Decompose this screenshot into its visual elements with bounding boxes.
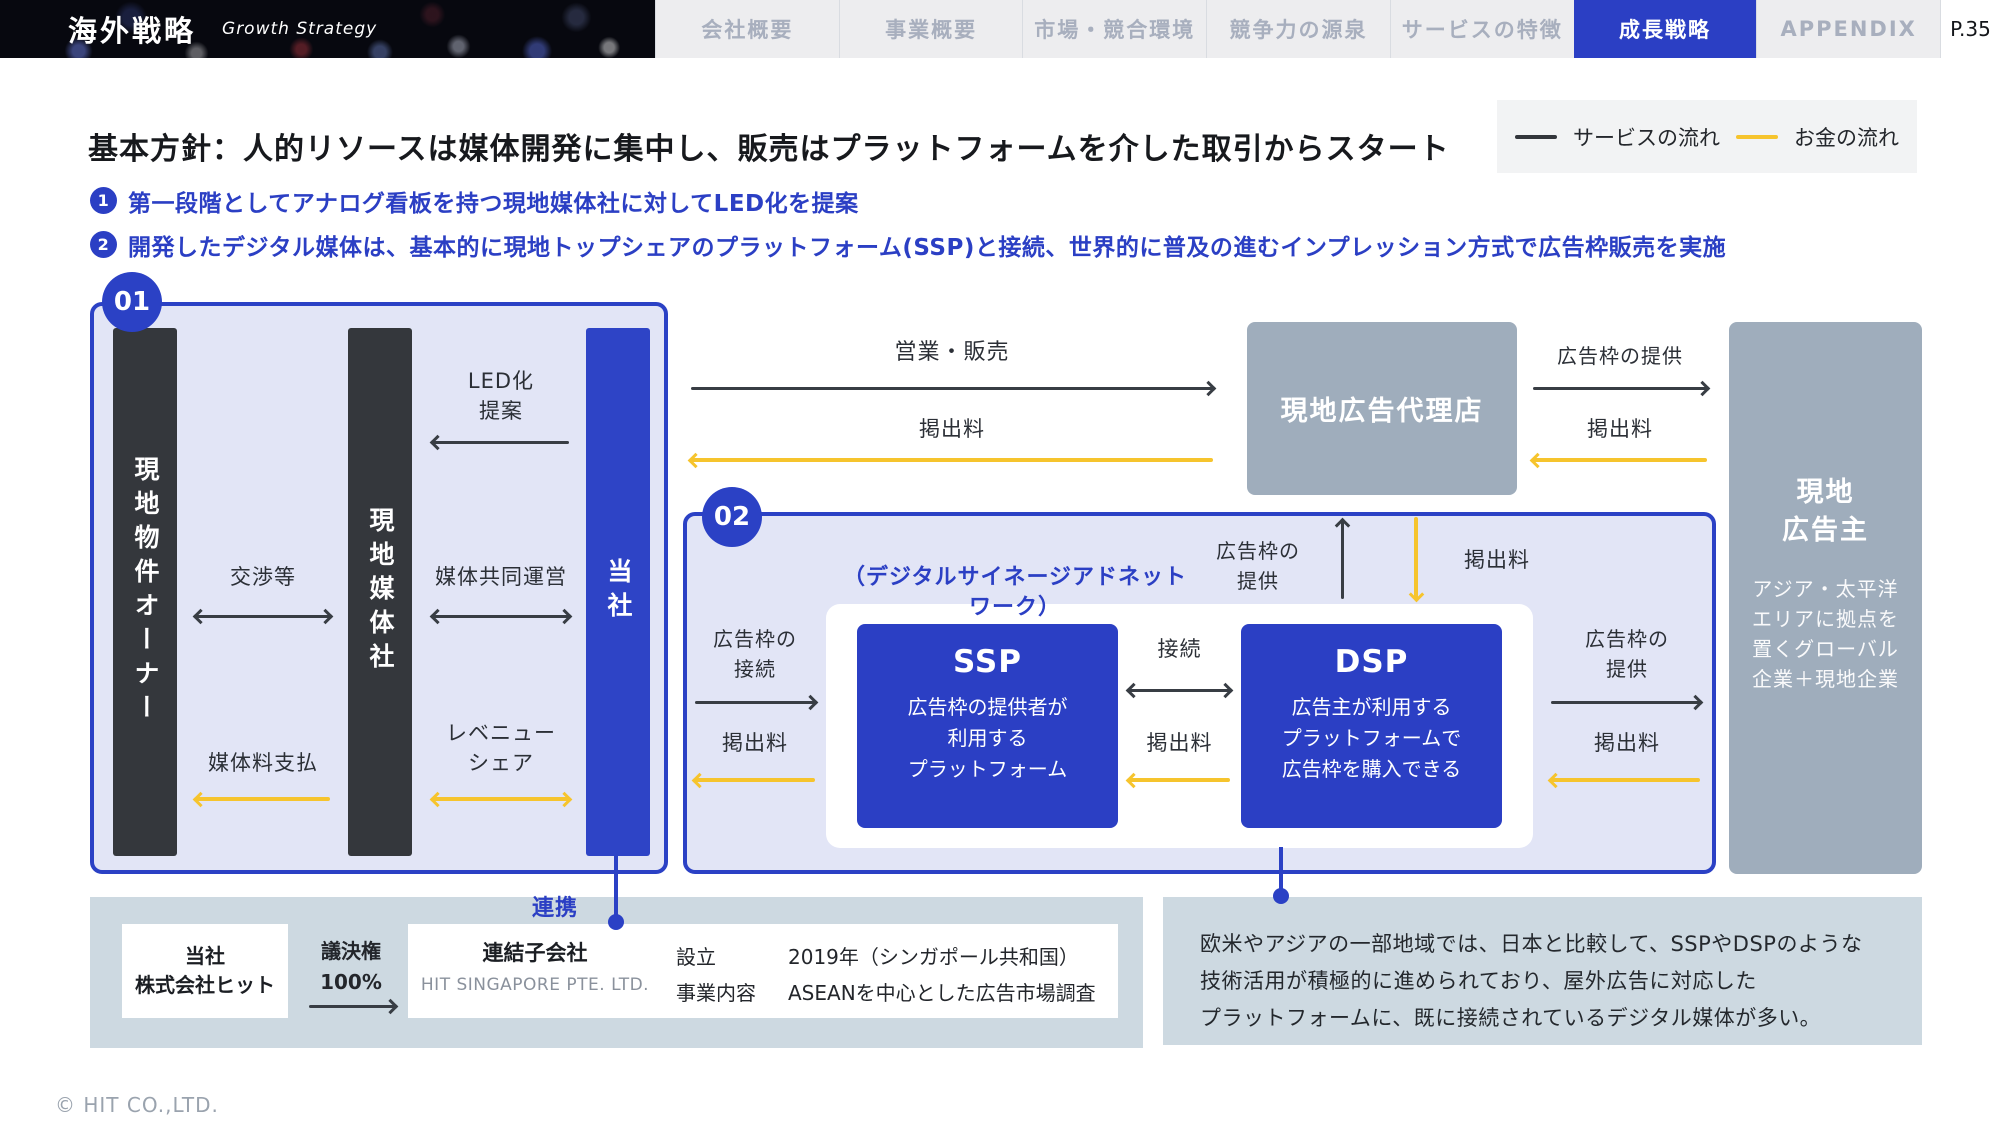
ssp-title: SSP bbox=[953, 644, 1022, 680]
fee-label-right02: 掲出料 bbox=[1594, 731, 1660, 755]
media-fee-payment-label: 媒体料支払 bbox=[208, 751, 318, 775]
phase-01-badge: 01 bbox=[102, 272, 162, 332]
joint-media-operation-arrow bbox=[429, 608, 573, 624]
local-advertiser-box: 現地 広告主 アジア・太平洋 エリアに拠点を 置くグローバル 企業＋現地企業 bbox=[1729, 322, 1922, 874]
tab-business-overview[interactable]: 事業概要 bbox=[838, 0, 1023, 58]
key-point-1: 1 第一段階としてアナログ看板を持つ現地媒体社に対してLED化を提案 bbox=[90, 184, 1726, 218]
business-key: 事業内容 bbox=[676, 981, 756, 1005]
page-number: P.35 bbox=[1940, 0, 2000, 58]
founded-value: 2019年（シンガポール共和国） bbox=[788, 945, 1079, 969]
subsidiary-name: 連結子会社 bbox=[482, 941, 588, 965]
ssp-desc: 広告枠の提供者が 利用する プラットフォーム bbox=[907, 695, 1068, 781]
local-advertiser-desc: アジア・太平洋 エリアに拠点を 置くグローバル 企業＋現地企業 bbox=[1752, 577, 1899, 691]
alliance-label: 連携 bbox=[531, 896, 578, 921]
fee-arrow-left02 bbox=[691, 772, 818, 788]
negotiation-arrow bbox=[192, 608, 334, 624]
nav-tabs: 会社概要 事業概要 市場・競合環境 競争力の源泉 サービスの特徴 成長戦略 AP… bbox=[655, 0, 1941, 58]
voting-rights-label: 議決権 100% bbox=[320, 939, 382, 994]
dsp-desc: 広告主が利用する プラットフォームで 広告枠を購入できる bbox=[1281, 695, 1462, 781]
our-company-label: 当社 bbox=[604, 558, 633, 626]
copyright: © HIT CO.,LTD. bbox=[55, 1093, 219, 1117]
ad-slot-provide-arrow-up bbox=[1334, 517, 1350, 602]
key-points: 1 第一段階としてアナログ看板を持つ現地媒体社に対してLED化を提案 2 開発し… bbox=[90, 184, 1726, 272]
top-bar: 海外戦略 Growth Strategy 会社概要 事業概要 市場・競合環境 競… bbox=[0, 0, 2000, 58]
ad-slot-provide-label-right: 広告枠の提供 bbox=[1557, 344, 1683, 368]
ad-network-label: （デジタルサイネージアドネットワーク） bbox=[842, 565, 1188, 620]
flow-legend: サービスの流れ お金の流れ bbox=[1497, 100, 1917, 173]
parent-company-card: 当社 株式会社ヒット bbox=[122, 924, 288, 1018]
connect-arrow-mid bbox=[1125, 682, 1234, 698]
led-proposal-label: LED化 提案 bbox=[467, 369, 535, 423]
tab-market-competition[interactable]: 市場・競合環境 bbox=[1022, 0, 1207, 58]
media-fee-payment-arrow bbox=[192, 791, 333, 807]
dsp-box: DSP 広告主が利用する プラットフォームで 広告枠を購入できる bbox=[1241, 624, 1502, 828]
brand-title-jp: 海外戦略 bbox=[68, 14, 197, 48]
dsp-title: DSP bbox=[1334, 644, 1409, 680]
fee-label-mid02: 掲出料 bbox=[1146, 731, 1213, 755]
sales-label: 営業・販売 bbox=[894, 340, 1010, 365]
bullet-number-2: 2 bbox=[90, 231, 117, 258]
ad-slot-connect-label-left: 広告枠の 接続 bbox=[713, 627, 797, 681]
revenue-share-arrow bbox=[429, 791, 573, 807]
market-note-text: 欧米やアジアの一部地域では、日本と比較して、SSPやDSPのような 技術活用が積… bbox=[1200, 932, 1863, 1030]
ad-slot-provide-arrow-right02 bbox=[1548, 694, 1704, 710]
fee-label-top: 掲出料 bbox=[1464, 548, 1530, 572]
key-point-2: 2 開発したデジタル媒体は、基本的に現地トップシェアのプラットフォーム(SSP)… bbox=[90, 228, 1726, 262]
header-photo-banner: 海外戦略 Growth Strategy bbox=[0, 0, 655, 58]
dsp-link-dot bbox=[1273, 888, 1289, 904]
local-ad-agency-box: 現地広告代理店 bbox=[1247, 322, 1517, 495]
legend-money-flow-label: お金の流れ bbox=[1794, 125, 1899, 150]
tab-appendix[interactable]: APPENDIX bbox=[1756, 0, 1941, 58]
fee-arrow-right bbox=[1529, 452, 1710, 468]
sales-arrow bbox=[688, 380, 1217, 396]
ssp-box: SSP 広告枠の提供者が 利用する プラットフォーム bbox=[857, 624, 1118, 828]
founded-key: 設立 bbox=[676, 945, 716, 969]
local-property-owner-bar: 現地物件オーナー bbox=[113, 328, 177, 856]
money-flow-line-icon bbox=[1736, 134, 1778, 139]
fee-arrow-mid bbox=[687, 452, 1216, 468]
joint-media-operation-label: 媒体共同運営 bbox=[435, 565, 567, 589]
dsp-link-line bbox=[1279, 847, 1283, 896]
company-link-dot bbox=[608, 914, 624, 930]
key-point-2-text: 開発したデジタル媒体は、基本的に現地トップシェアのプラットフォーム(SSP)と接… bbox=[128, 235, 1727, 261]
tab-growth-strategy[interactable]: 成長戦略 bbox=[1573, 0, 1757, 58]
company-link-line bbox=[614, 856, 618, 920]
ad-slot-provide-arrow-right bbox=[1530, 380, 1711, 396]
subsidiary-name-en: HIT SINGAPORE PTE. LTD. bbox=[420, 975, 650, 995]
tab-company-overview[interactable]: 会社概要 bbox=[655, 0, 839, 58]
local-media-company-bar: 現地媒体社 bbox=[348, 328, 412, 856]
fee-arrow-down bbox=[1408, 514, 1424, 603]
fee-arrow-mid02 bbox=[1125, 772, 1233, 788]
negotiation-label: 交渉等 bbox=[230, 565, 296, 589]
tab-service-features[interactable]: サービスの特徴 bbox=[1389, 0, 1574, 58]
voting-rights-arrow bbox=[306, 998, 399, 1014]
brand-title-en: Growth Strategy bbox=[222, 19, 378, 39]
subsidiary-card bbox=[408, 924, 1118, 1018]
local-ad-agency-label: 現地広告代理店 bbox=[1280, 396, 1484, 427]
local-advertiser-label: 現地 広告主 bbox=[1782, 477, 1869, 546]
local-media-company-label: 現地媒体社 bbox=[366, 507, 395, 677]
fee-label-left02: 掲出料 bbox=[722, 731, 788, 755]
page-title: 基本方針：人的リソースは媒体開発に集中し、販売はプラットフォームを介した取引から… bbox=[88, 132, 1450, 167]
revenue-share-label: レベニュー シェア bbox=[446, 721, 556, 775]
connect-label-mid: 接続 bbox=[1157, 637, 1202, 661]
phase-02-badge: 02 bbox=[702, 487, 762, 547]
business-value: ASEANを中心とした広告市場調査 bbox=[788, 981, 1096, 1005]
ad-slot-provide-label-right02: 広告枠の 提供 bbox=[1585, 627, 1669, 681]
ad-slot-connect-arrow-left bbox=[692, 694, 819, 710]
our-company-bar: 当社 bbox=[586, 328, 650, 856]
led-proposal-arrow bbox=[429, 434, 572, 450]
bullet-number-1: 1 bbox=[90, 187, 117, 214]
legend-service-flow-label: サービスの流れ bbox=[1573, 125, 1720, 150]
local-property-owner-label: 現地物件オーナー bbox=[131, 456, 160, 728]
fee-label-right: 掲出料 bbox=[1587, 417, 1653, 441]
service-flow-line-icon bbox=[1515, 134, 1557, 139]
tab-competitive-strength[interactable]: 競争力の源泉 bbox=[1206, 0, 1390, 58]
fee-arrow-right02 bbox=[1547, 772, 1703, 788]
fee-label-mid: 掲出料 bbox=[919, 417, 985, 441]
ad-slot-provide-label-up: 広告枠の 提供 bbox=[1216, 539, 1300, 593]
subsidiary-name-block: 連結子会社 HIT SINGAPORE PTE. LTD. bbox=[420, 937, 650, 995]
market-note-panel bbox=[1163, 897, 1922, 1045]
key-point-1-text: 第一段階としてアナログ看板を持つ現地媒体社に対してLED化を提案 bbox=[128, 191, 859, 217]
